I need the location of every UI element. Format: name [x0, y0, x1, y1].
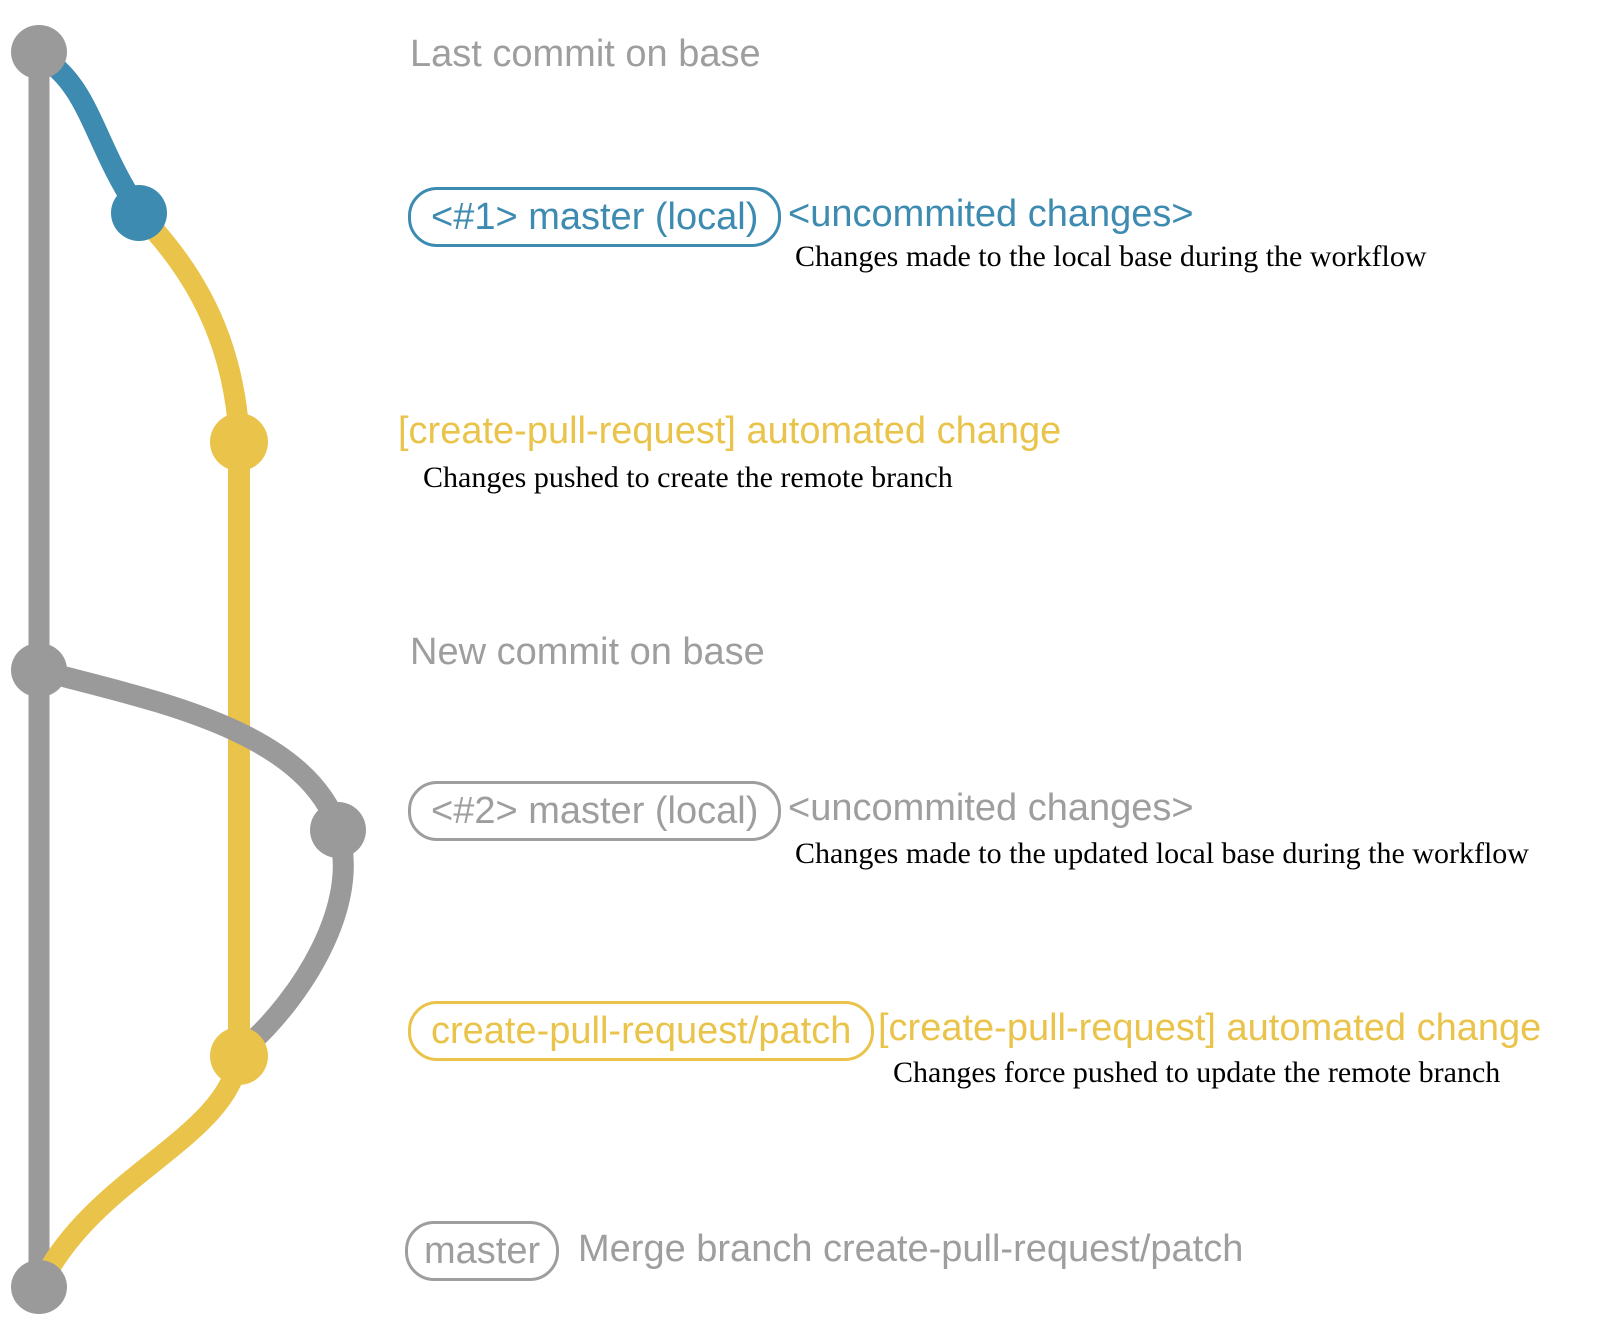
push2-caption: Changes force pushed to update the remot…	[893, 1056, 1501, 1089]
commit-dot-patch-1	[210, 413, 268, 471]
master-local-1-branch-line	[33, 45, 146, 214]
master-local-2-branch-in-line	[238, 826, 354, 1056]
commit-dot-master-local-2	[310, 802, 366, 858]
patch-branch-out-line	[131, 205, 250, 436]
commit-dot-merge	[11, 1260, 67, 1314]
commit-dot-master-local-1	[111, 185, 167, 241]
master-local-1-badge: <#1> master (local)	[408, 187, 782, 247]
uncommited-changes-2-note: <uncommited changes>	[788, 787, 1194, 829]
merge-commit-message: Merge branch create-pull-request/patch	[578, 1228, 1244, 1270]
master-badge: master	[405, 1221, 560, 1281]
commit-dot-last-commit-on-base	[11, 25, 67, 79]
push1-caption: Changes pushed to create the remote bran…	[423, 461, 953, 494]
commit-dot-new-commit-on-base	[11, 643, 67, 697]
new-commit-on-base-label: New commit on base	[410, 631, 765, 673]
uncommited-changes-1-note: <uncommited changes>	[788, 193, 1194, 235]
patch-branch-badge: create-pull-request/patch	[408, 1001, 875, 1061]
push2-commit-message: [create-pull-request] automated change	[878, 1007, 1542, 1049]
push1-commit-message: [create-pull-request] automated change	[398, 410, 1062, 452]
local2-caption: Changes made to the updated local base d…	[795, 837, 1529, 870]
master-local-2-branch-out-line	[36, 659, 348, 832]
local1-caption: Changes made to the local base during th…	[795, 240, 1427, 273]
last-commit-on-base-label: Last commit on base	[410, 33, 761, 75]
patch-merge-line	[32, 1054, 250, 1287]
commit-dot-patch-2	[210, 1027, 268, 1085]
master-local-2-badge: <#2> master (local)	[408, 781, 782, 841]
